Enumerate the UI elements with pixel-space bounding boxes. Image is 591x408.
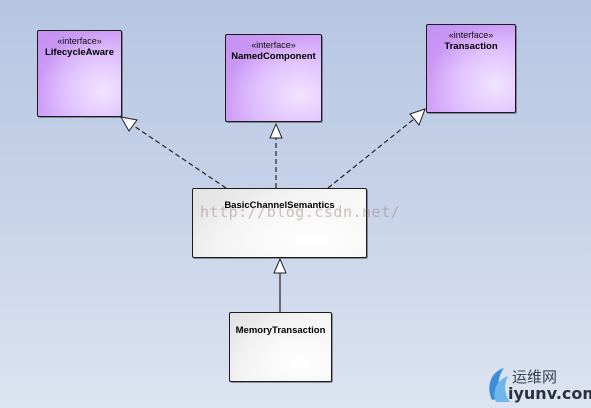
class-basicchannelsemantics[interactable]: BasicChannelSemantics: [192, 188, 367, 258]
stereotype-label: «interface»: [57, 36, 102, 46]
stereotype-label: «interface»: [448, 30, 494, 40]
interface-lifecycleaware[interactable]: «interface» LifecycleAware: [37, 30, 122, 117]
stereotype-label: «interface»: [251, 40, 296, 50]
class-name: MemoryTransaction: [235, 325, 326, 336]
realization-lifecycleaware: [120, 116, 227, 189]
class-name: BasicChannelSemantics: [224, 200, 335, 211]
interface-namedcomponent[interactable]: «interface» NamedComponent: [225, 34, 322, 122]
watermark-text: http://blog.csdn.net/: [200, 203, 401, 221]
realization-transaction: [327, 108, 426, 189]
generalization-basicchannelsemantics: [273, 257, 287, 312]
class-memorytransaction[interactable]: MemoryTransaction: [229, 312, 332, 382]
realization-namedcomponent: [269, 122, 283, 188]
interface-name: LifecycleAware: [44, 47, 114, 58]
interface-name: Transaction: [444, 41, 498, 52]
interface-name: NamedComponent: [231, 51, 316, 62]
interface-transaction[interactable]: «interface» Transaction: [426, 24, 516, 113]
logo-cn-text: 运维网: [512, 368, 558, 386]
site-logo-icon: [489, 368, 510, 402]
logo-en-text: iyunv.com: [508, 384, 591, 403]
